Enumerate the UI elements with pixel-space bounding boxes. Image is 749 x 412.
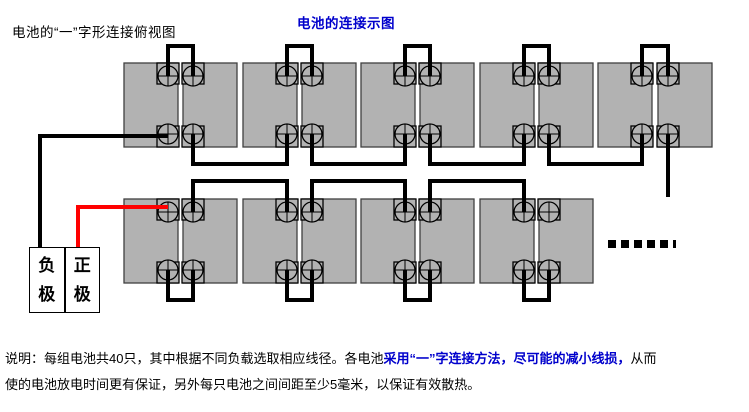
series-wire bbox=[547, 134, 644, 166]
series-wire bbox=[310, 134, 407, 166]
battery bbox=[537, 198, 594, 284]
note-segment: 使的电池放电时间更有保证，另外每只电池之间间距至少5毫米，以保证有效散热。 bbox=[5, 377, 481, 392]
battery bbox=[300, 62, 357, 148]
series-wire bbox=[403, 44, 432, 76]
battery bbox=[656, 62, 713, 148]
series-wire bbox=[285, 270, 314, 302]
ellipsis-dot bbox=[621, 240, 629, 248]
battery bbox=[479, 62, 536, 148]
polarity-box: 负极 正极 bbox=[29, 247, 100, 313]
battery bbox=[418, 198, 475, 284]
series-wire bbox=[166, 270, 195, 302]
note-line-2: 使的电池放电时间更有保证，另外每只电池之间间距至少5毫米，以保证有效散热。 bbox=[5, 372, 657, 398]
note-line-1: 说明：每组电池共40只，其中根据不同负载选取相应线径。各电池采用“一”字连接方法… bbox=[5, 346, 657, 372]
terminal-top bbox=[156, 198, 180, 223]
ellipsis-dot bbox=[647, 240, 655, 248]
negative-pole-label: 负极 bbox=[38, 256, 56, 304]
positive-pole-cell: 正极 bbox=[63, 248, 100, 312]
terminal-bottom bbox=[537, 123, 561, 148]
terminal-top bbox=[300, 198, 324, 223]
note-segment: 采用“一”字连接方法，尽可能的减小线损， bbox=[383, 351, 631, 366]
battery bbox=[181, 198, 238, 284]
battery bbox=[537, 62, 594, 148]
note-text: 说明：每组电池共40只，其中根据不同负载选取相应线径。各电池采用“一”字连接方法… bbox=[5, 346, 657, 398]
battery bbox=[300, 198, 357, 284]
series-wire bbox=[428, 179, 526, 212]
series-wire bbox=[522, 44, 551, 76]
series-wire bbox=[403, 270, 432, 302]
note-segment: 说明：每组电池共40只，其中根据不同负载选取相应线径。各电池 bbox=[5, 351, 384, 366]
top-left-title: 电池的“一”字形连接俯视图 bbox=[12, 25, 176, 40]
battery bbox=[242, 62, 299, 148]
battery bbox=[479, 198, 536, 284]
battery bbox=[360, 198, 417, 284]
terminal-top bbox=[537, 198, 561, 223]
ellipsis-dot bbox=[660, 240, 668, 248]
negative-lead-wire bbox=[38, 134, 168, 249]
series-wire bbox=[310, 179, 407, 212]
series-wire bbox=[166, 44, 195, 76]
note-segment: 从而 bbox=[630, 351, 657, 366]
series-wire bbox=[285, 44, 314, 76]
positive-lead-wire bbox=[76, 205, 168, 249]
battery bbox=[242, 198, 299, 284]
ellipsis-dot bbox=[634, 240, 642, 248]
ellipsis-dot bbox=[608, 240, 616, 248]
diagram-title: 电池的连接示图 bbox=[297, 16, 395, 31]
terminal-bottom bbox=[418, 259, 442, 284]
series-wire bbox=[640, 44, 670, 76]
series-wire bbox=[191, 134, 289, 166]
positive-pole-label: 正极 bbox=[73, 256, 91, 304]
series-wire bbox=[428, 134, 526, 166]
battery bbox=[181, 62, 238, 148]
battery bbox=[418, 62, 475, 148]
series-wire bbox=[191, 179, 289, 212]
negative-pole-cell: 负极 bbox=[30, 248, 64, 312]
series-wire bbox=[522, 270, 551, 302]
battery bbox=[123, 198, 180, 284]
battery bbox=[597, 62, 654, 148]
ellipsis-dot bbox=[673, 240, 676, 248]
battery bbox=[360, 62, 417, 148]
